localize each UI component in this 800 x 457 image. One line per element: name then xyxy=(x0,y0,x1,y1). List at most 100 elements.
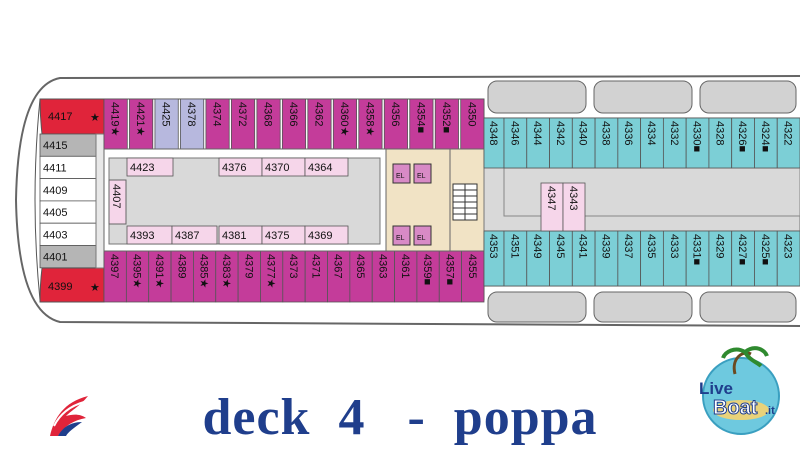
cabin-4372-label: 4372 xyxy=(236,102,248,126)
cabin-4375-label: 4375 xyxy=(265,230,289,242)
cabin-4358-label: 4358★ xyxy=(363,102,375,136)
elevator-2[interactable] xyxy=(413,163,432,184)
lifeboat xyxy=(699,80,797,114)
cabin-4376-label: 4376 xyxy=(222,162,246,174)
cabin-4387-label: 4387 xyxy=(175,230,199,242)
cabin-4335-label: 4335 xyxy=(645,234,657,258)
lifeboat xyxy=(593,80,693,114)
elevator-label: EL xyxy=(396,173,405,180)
cabin-4354-label: 4354■ xyxy=(414,102,426,133)
cabin-4423-label: 4423 xyxy=(130,162,154,174)
lifeboats-top xyxy=(487,80,797,114)
cabin-4331-label: 4331■ xyxy=(691,234,703,265)
lifeboat xyxy=(699,291,797,323)
cabin-4322[interactable] xyxy=(776,117,800,169)
cabin-4327-label: 4327■ xyxy=(736,234,748,265)
cabin-4355-label: 4355 xyxy=(466,254,478,278)
lifeboat xyxy=(593,291,693,323)
cabin-4368-label: 4368 xyxy=(262,102,274,126)
cabin-4363-label: 4363 xyxy=(376,254,388,278)
cabin-4367-label: 4367 xyxy=(332,254,344,278)
carnival-logo-icon xyxy=(50,396,88,436)
inner-top-cabins: 4423 4376 4370 4364 xyxy=(126,157,349,177)
cabin-4417-label: 4417 xyxy=(48,111,72,123)
elevator-label: EL xyxy=(417,235,426,242)
cabin-4353-label: 4353 xyxy=(487,234,499,258)
cabin-4329-label: 4329 xyxy=(713,234,725,258)
cabin-4393-label: 4393 xyxy=(130,230,154,242)
cabin-4385-label: 4385★ xyxy=(198,254,210,288)
cabin-4407[interactable] xyxy=(108,179,127,225)
staircase-icon xyxy=(452,183,478,221)
cabin-4399[interactable] xyxy=(39,267,105,303)
lifeboat xyxy=(487,80,587,114)
cabin-4411-label: 4411 xyxy=(43,162,67,174)
cabin-4379-label: 4379 xyxy=(242,254,254,278)
cabin-4332-label: 4332 xyxy=(668,121,680,145)
cabin-4366-label: 4366 xyxy=(287,102,299,126)
cabin-4325-label: 4325■ xyxy=(759,234,771,265)
elevator-4[interactable] xyxy=(413,225,432,246)
cabin-4343[interactable] xyxy=(562,182,586,232)
cabin-4334-label: 4334 xyxy=(645,121,657,145)
elevator-1[interactable] xyxy=(392,163,411,184)
suite-star-icon: ★ xyxy=(90,112,100,124)
cabin-4364[interactable] xyxy=(304,157,349,177)
lifeboats-bottom xyxy=(487,291,797,323)
suite-star-icon: ★ xyxy=(90,282,100,294)
cabin-4337-label: 4337 xyxy=(622,234,634,258)
cabin-4369-label: 4369 xyxy=(308,230,332,242)
cabin-4333-label: 4333 xyxy=(668,234,680,258)
cabin-4323-label: 4323 xyxy=(782,234,794,258)
cabin-4341-label: 4341 xyxy=(577,234,589,258)
cabin-4324-label: 4324■ xyxy=(759,121,771,152)
elevator-label: EL xyxy=(417,173,426,180)
cabin-4403-label: 4403 xyxy=(43,229,67,241)
cabin-4409-label: 4409 xyxy=(43,185,67,197)
cabin-4347-label: 4347 xyxy=(545,186,557,210)
aft-wall xyxy=(95,133,105,269)
cabin-4362-label: 4362 xyxy=(312,102,324,126)
cabin-4328-label: 4328 xyxy=(713,121,725,145)
cabin-4323[interactable] xyxy=(776,230,800,287)
cabin-4377-label: 4377★ xyxy=(265,254,277,288)
cabin-4401-label: 4401 xyxy=(43,252,67,264)
cabin-4425-label: 4425 xyxy=(160,102,172,126)
cabin-4345-label: 4345 xyxy=(554,234,566,258)
cabin-4346-label: 4346 xyxy=(508,121,520,145)
cabin-4365-label: 4365 xyxy=(354,254,366,278)
cabin-4387[interactable] xyxy=(171,225,218,245)
cabin-4389-label: 4389 xyxy=(175,254,187,278)
cabin-4350-label: 4350 xyxy=(465,102,477,126)
elevator-3[interactable] xyxy=(392,225,411,246)
cabin-4322-label: 4322 xyxy=(782,121,794,145)
cabin-4421-label: 4421★ xyxy=(134,102,146,136)
cabin-4378-label: 4378 xyxy=(185,102,197,126)
cabin-4357-label: 4357■ xyxy=(443,254,455,285)
elevator-label: EL xyxy=(396,235,405,242)
cabin-4399-label: 4399 xyxy=(48,281,72,293)
cabin-4348-label: 4348 xyxy=(487,121,499,145)
liveboat-logo-live: Live xyxy=(699,379,733,398)
cabin-4405-label: 4405 xyxy=(43,207,67,219)
cabin-4370-label: 4370 xyxy=(265,162,289,174)
cabin-4340-label: 4340 xyxy=(577,121,589,145)
cabin-4369[interactable] xyxy=(304,225,349,245)
cabin-4338-label: 4338 xyxy=(599,121,611,145)
cabin-4364-label: 4364 xyxy=(308,162,332,174)
cabin-4373-label: 4373 xyxy=(287,254,299,278)
cabin-4407-label: 4407 xyxy=(110,184,122,208)
cabin-4360-label: 4360★ xyxy=(338,102,350,136)
cabin-4397-label: 4397 xyxy=(108,254,120,278)
lifeboat xyxy=(487,291,587,323)
cabin-4339-label: 4339 xyxy=(599,234,611,258)
cabin-4359-label: 4359■ xyxy=(421,254,433,285)
cabin-4423[interactable] xyxy=(126,157,174,177)
